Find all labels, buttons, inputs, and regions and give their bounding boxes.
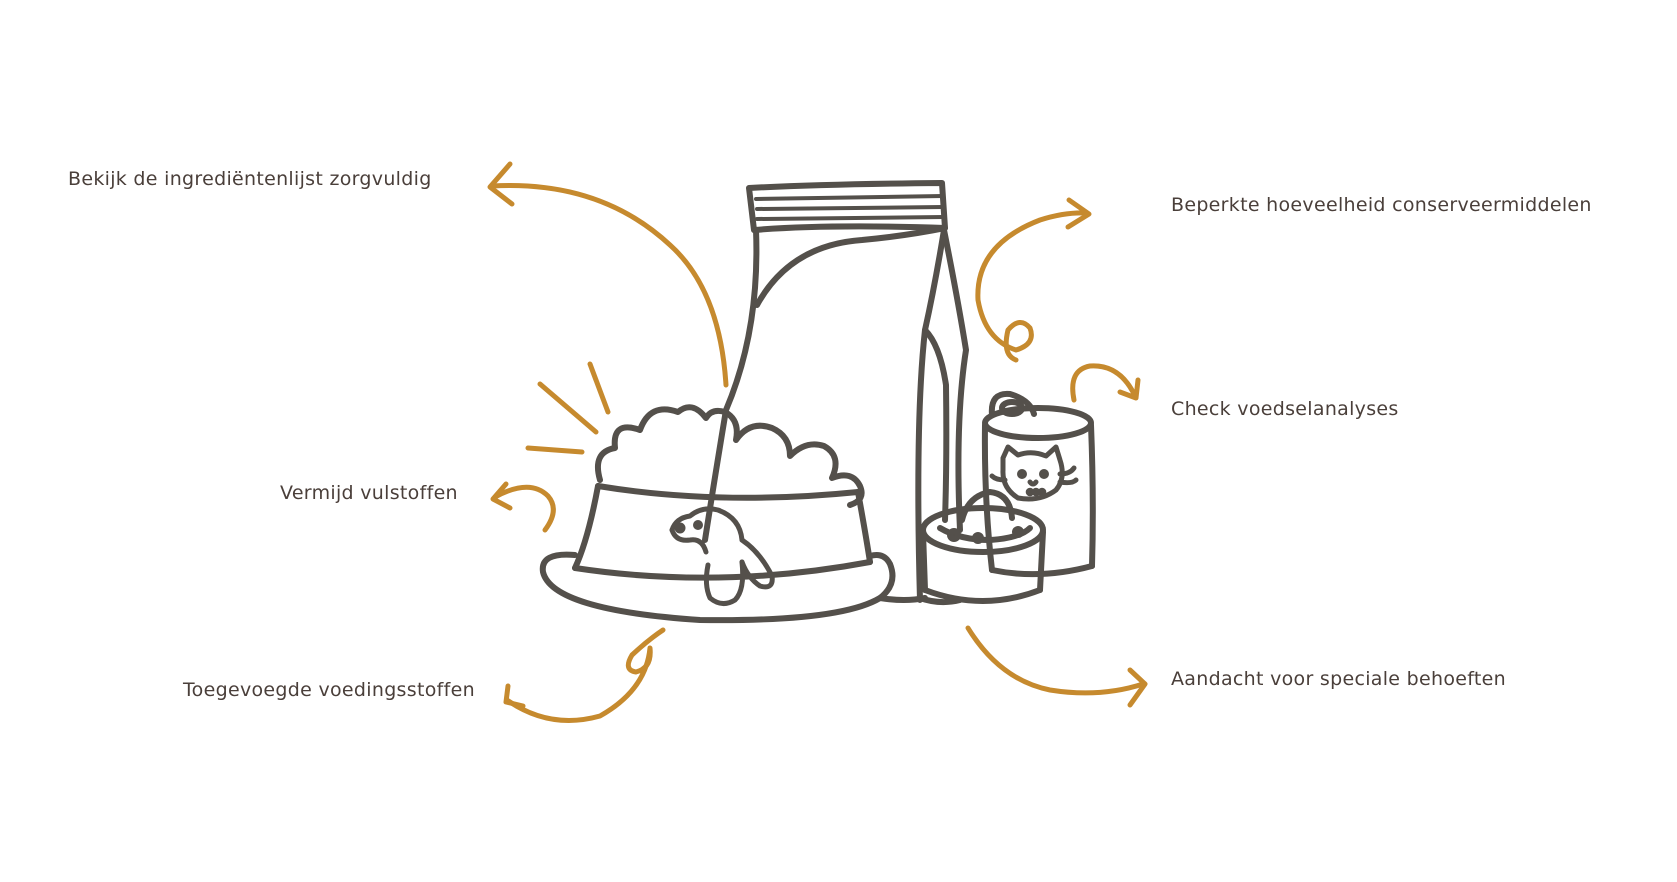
cat-food-can-icon [981, 390, 1096, 578]
tip-special-needs-label: Aandacht voor speciale behoeften [1171, 668, 1506, 690]
open-food-tin-icon [920, 489, 1046, 604]
arrow-analyses-icon [1070, 363, 1141, 403]
sparkle-lines-icon [525, 361, 611, 455]
arrow-fillers-icon [490, 481, 556, 533]
tip-fillers-label: Vermijd vulstoffen [280, 482, 458, 504]
arrow-ingredients-icon [487, 161, 729, 388]
arrow-special-needs-icon [965, 625, 1148, 708]
dog-food-bowl-icon [539, 404, 928, 624]
dog-face-icon [669, 506, 775, 606]
tip-ingredients-label: Bekijk de ingrediëntenlijst zorgvuldig [68, 168, 432, 190]
arrow-nutrients-icon [503, 627, 666, 723]
tip-nutrients-label: Toegevoegde voedingsstoffen [183, 679, 475, 701]
arrow-preservatives-icon [975, 197, 1092, 363]
tip-preservatives-label: Beperkte hoeveelheid conserveermiddelen [1171, 194, 1592, 216]
cat-face-icon [989, 444, 1079, 502]
tip-analyses-label: Check voedselanalyses [1171, 398, 1399, 420]
